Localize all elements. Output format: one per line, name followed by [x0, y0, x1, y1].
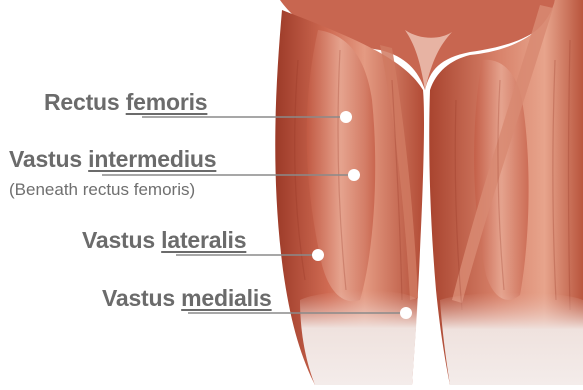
- label-vastus-lateralis-first: Vastus: [82, 227, 155, 253]
- marker-dot-vastus-intermedius: [348, 169, 360, 181]
- label-rectus-femoris-second: femoris: [126, 89, 208, 115]
- label-vastus-intermedius: Vastus intermedius: [9, 146, 216, 173]
- label-vastus-lateralis-second: lateralis: [161, 227, 246, 253]
- right-knee-tendon: [440, 293, 583, 386]
- label-vastus-intermedius-first: Vastus: [9, 146, 82, 172]
- label-vastus-medialis-second: medialis: [181, 285, 271, 311]
- label-vastus-intermedius-note: (Beneath rectus femoris): [9, 180, 195, 200]
- left-knee-tendon: [300, 291, 418, 385]
- label-vastus-intermedius-second: intermedius: [88, 146, 216, 172]
- label-vastus-lateralis: Vastus lateralis: [82, 227, 246, 254]
- label-vastus-medialis: Vastus medialis: [102, 285, 272, 312]
- marker-dot-vastus-medialis: [400, 307, 412, 319]
- label-rectus-femoris-first: Rectus: [44, 89, 120, 115]
- label-vastus-medialis-first: Vastus: [102, 285, 175, 311]
- marker-dot-rectus-femoris: [340, 111, 352, 123]
- marker-dot-vastus-lateralis: [312, 249, 324, 261]
- label-rectus-femoris: Rectus femoris: [44, 89, 207, 116]
